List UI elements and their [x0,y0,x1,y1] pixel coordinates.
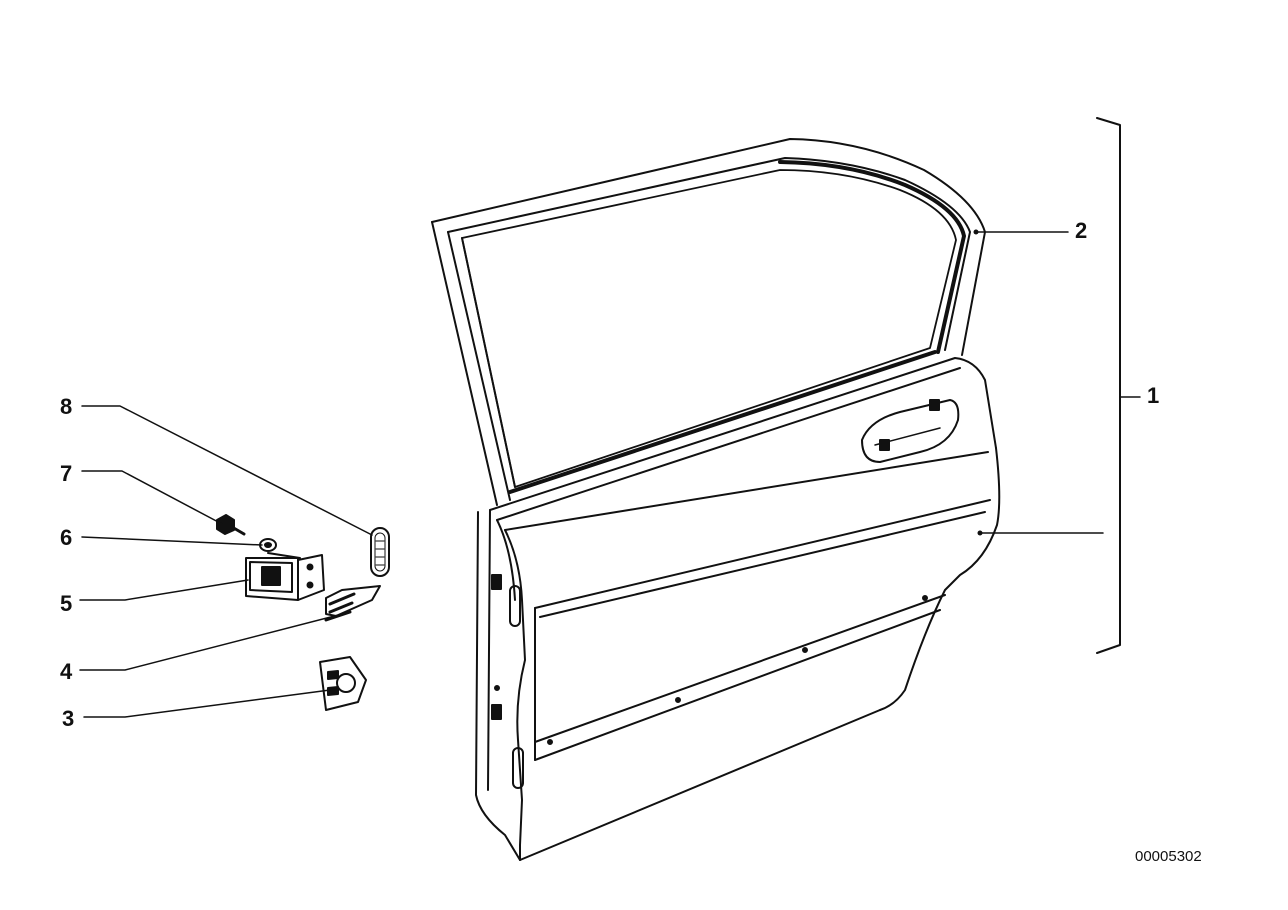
callout-8: 8 [60,394,73,419]
screw-icon [216,514,246,536]
callout-6: 6 [60,525,73,550]
diagram-code: 00005302 [1135,848,1202,865]
leader-line-4 [79,611,351,671]
leader-line-7 [81,470,223,525]
callout-2: 2 [1075,218,1088,243]
shim-plate-icon [324,585,381,622]
leader-line-8 [81,405,373,536]
gasket-icon [370,527,390,577]
leader-line-5 [79,579,249,601]
group-bracket [1096,117,1121,654]
leader-line-3 [83,689,331,718]
hinge-icon [245,552,325,601]
callout-7: 7 [60,461,73,486]
callout-3: 3 [62,706,75,731]
callout-5: 5 [60,591,73,616]
door-panel-icon [431,138,1001,861]
leader-line-6 [81,536,263,546]
spacer-plate-icon [319,656,367,711]
door-handle-icon [861,399,960,463]
callout-1: 1 [1147,383,1160,408]
callout-4: 4 [60,659,73,684]
